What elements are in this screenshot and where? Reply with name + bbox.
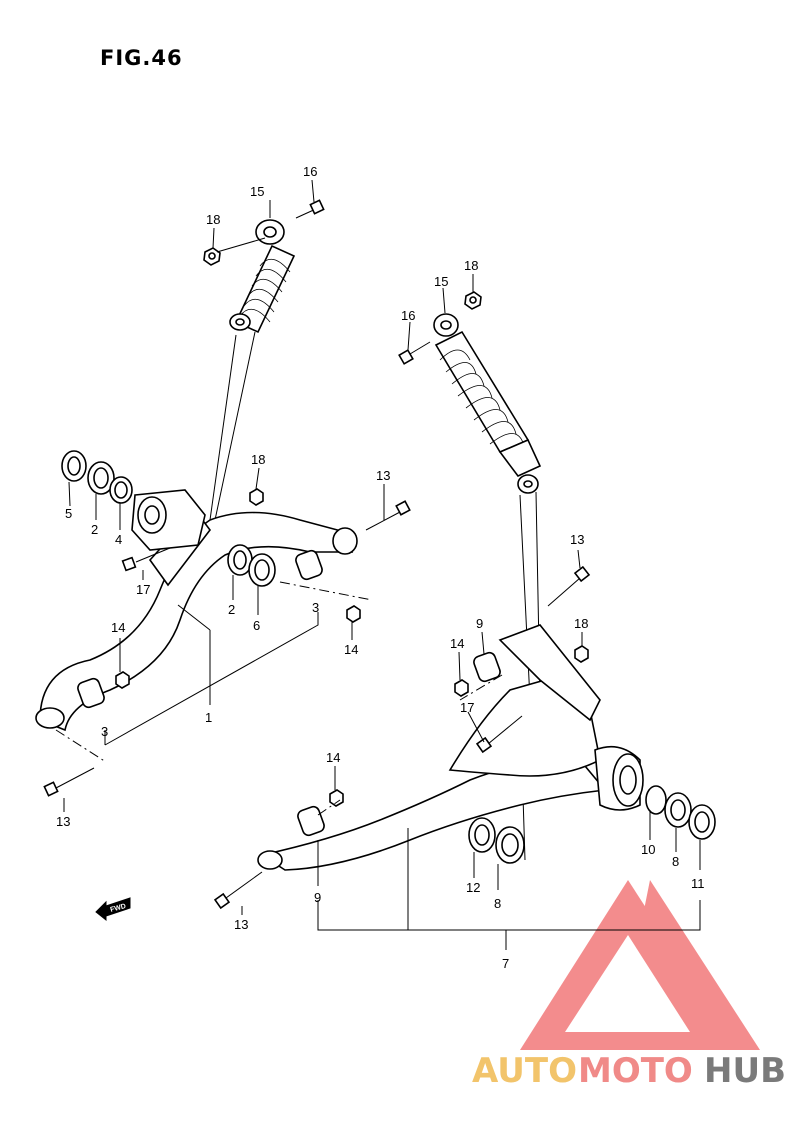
callout-9: 9 (476, 616, 483, 631)
bolt-16-left (295, 199, 325, 219)
callout-16: 16 (401, 308, 415, 323)
callout-14: 14 (344, 642, 358, 657)
callout-17: 17 (136, 582, 150, 597)
spacer-4 (109, 476, 133, 504)
callout-18: 18 (574, 616, 588, 631)
bearing-8-lower (495, 826, 525, 864)
nut-14-right-b (329, 789, 344, 807)
shock-absorber-right (433, 313, 542, 494)
callout-13: 13 (570, 532, 584, 547)
callout-11: 11 (691, 876, 705, 891)
callout-7: 7 (502, 956, 509, 971)
callout-4: 4 (115, 532, 122, 547)
watermark-logo (520, 880, 760, 1050)
bolt-13-right-upper (547, 565, 591, 607)
nut-18-arm-left (249, 488, 264, 506)
bushing-9-lower (297, 805, 325, 837)
callout-18: 18 (206, 212, 220, 227)
bushing-3-lower (77, 677, 105, 709)
callout-3: 3 (312, 600, 319, 615)
watermark-hub: HUB (704, 1051, 786, 1091)
figure-title: FIG.46 (100, 46, 183, 70)
watermark-auto: AUTO (472, 1051, 577, 1091)
callout-10: 10 (641, 842, 655, 857)
bolt-17-left (121, 547, 171, 572)
leader-lines (63, 179, 701, 915)
nut-14-right-a (454, 679, 469, 697)
shock-absorber-left (229, 219, 296, 334)
seal-12 (468, 817, 496, 853)
callout-17: 17 (460, 700, 474, 715)
callout-8: 8 (494, 896, 501, 911)
bearing-10 (645, 785, 667, 815)
bolt-13-right-lower (213, 871, 263, 910)
callout-2: 2 (228, 602, 235, 617)
nut-14-left-b (346, 605, 361, 623)
callout-16: 16 (303, 164, 317, 179)
callout-8: 8 (672, 854, 679, 869)
callout-14: 14 (111, 620, 125, 635)
bearing-8-right (664, 792, 692, 828)
bolt-17-right (475, 715, 523, 754)
callout-18: 18 (464, 258, 478, 273)
callout-15: 15 (250, 184, 264, 199)
bearing-2-lower (227, 544, 253, 576)
bearing-2-upper (87, 461, 115, 495)
callout-15: 15 (434, 274, 448, 289)
bolt-13-upper (365, 500, 411, 531)
callout-13: 13 (56, 814, 70, 829)
bushing-9-upper (473, 651, 501, 683)
callout-1: 1 (205, 710, 212, 725)
bushing-3-upper (295, 549, 323, 581)
watermark-triangle-inner (565, 935, 690, 1032)
callout-9: 9 (314, 890, 321, 905)
watermark-text: AUTO MOTO HUB (472, 1051, 786, 1091)
watermark-triangle-g (640, 880, 760, 1050)
seal-5 (61, 450, 87, 482)
callout-6: 6 (253, 618, 260, 633)
bolt-13-lower (43, 767, 95, 797)
callout-14: 14 (326, 750, 340, 765)
fwd-label: FWD (110, 903, 127, 914)
watermark-moto: MOTO (578, 1051, 693, 1091)
callout-5: 5 (65, 506, 72, 521)
seal-11 (688, 804, 716, 840)
swing-arm-right (257, 624, 644, 871)
nut-14-left-a (115, 671, 130, 689)
bolt-16-right (398, 341, 431, 365)
nut-18-arm-right (574, 645, 589, 663)
callout-14: 14 (450, 636, 464, 651)
callout-2: 2 (91, 522, 98, 537)
fwd-arrow-icon: FWD (95, 897, 131, 922)
callout-3: 3 (101, 724, 108, 739)
seal-6 (248, 553, 276, 587)
callout-12: 12 (466, 880, 480, 895)
callout-13: 13 (234, 917, 248, 932)
nut-18-left (203, 247, 221, 266)
callout-18: 18 (251, 452, 265, 467)
nut-18-right (464, 291, 482, 310)
callout-numbers: 15 16 18 15 18 16 18 13 5 2 4 17 2 6 3 1… (56, 164, 705, 971)
callout-13: 13 (376, 468, 390, 483)
